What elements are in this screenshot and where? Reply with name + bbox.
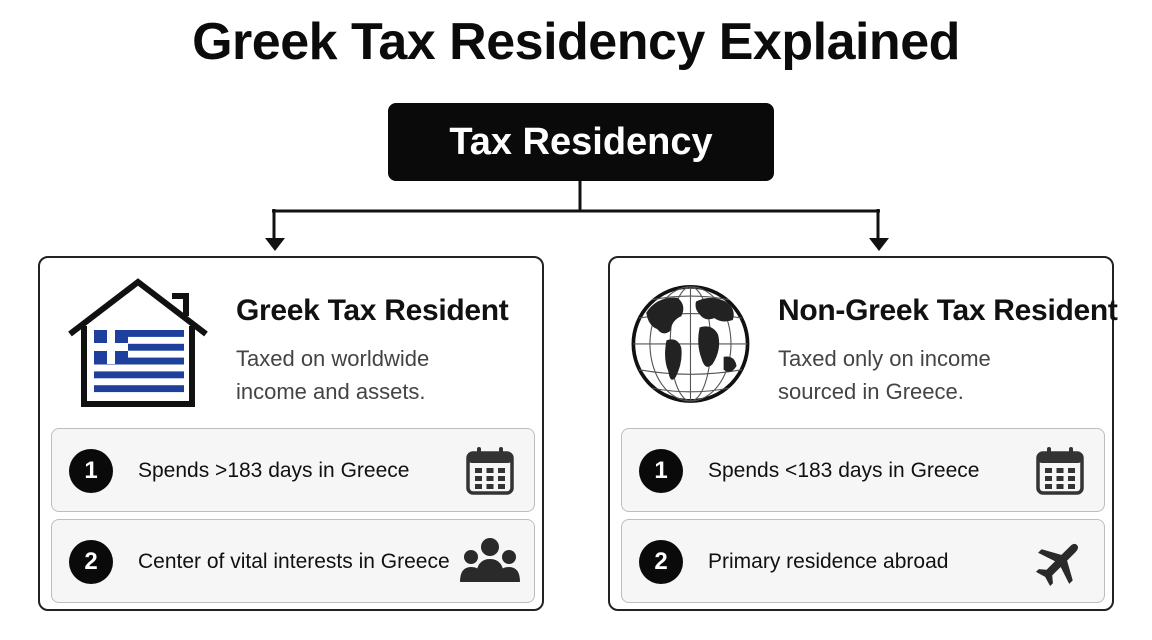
- root-node-tax-residency: Tax Residency: [388, 103, 774, 181]
- arrow-right: [869, 238, 889, 251]
- calendar-icon: [466, 447, 514, 495]
- criterion-number-badge: 1: [69, 449, 113, 493]
- criterion-number-badge: 1: [639, 449, 683, 493]
- arrow-left: [265, 238, 285, 251]
- criterion-text: Spends <183 days in Greece: [708, 459, 980, 482]
- criterion-text: Center of vital interests in Greece: [138, 550, 450, 573]
- criterion-number-badge: 2: [639, 540, 683, 584]
- house-with-greek-flag-icon: [68, 278, 208, 407]
- branch-card-greek-resident: Greek Tax Resident Taxed on worldwide in…: [38, 256, 544, 611]
- criterion-text: Primary residence abroad: [708, 550, 949, 573]
- criterion-item: 1 Spends >183 days in Greece: [51, 428, 535, 512]
- branch-card-non-greek-resident: Non-Greek Tax Resident Taxed only on inc…: [608, 256, 1118, 611]
- branch-title: Greek Tax Resident: [236, 294, 509, 327]
- page-title: Greek Tax Residency Explained: [192, 13, 960, 71]
- globe-icon: [631, 284, 750, 403]
- criterion-number-badge: 2: [69, 540, 113, 584]
- criterion-text: Spends >183 days in Greece: [138, 459, 410, 482]
- people-group-icon: [460, 538, 520, 582]
- criterion-item: 2 Primary residence abroad: [621, 519, 1105, 603]
- criterion-item: 2 Center of vital interests in Greece: [51, 519, 535, 603]
- branch-description: Taxed only on income sourced in Greece.: [778, 346, 991, 404]
- airplane-icon: [1035, 543, 1079, 587]
- calendar-icon: [1036, 447, 1084, 495]
- branch-description: Taxed on worldwide income and assets.: [236, 346, 430, 404]
- criterion-item: 1 Spends <183 days in Greece: [621, 428, 1105, 512]
- root-node-label: Tax Residency: [449, 120, 713, 163]
- branch-title: Non-Greek Tax Resident: [778, 294, 1118, 327]
